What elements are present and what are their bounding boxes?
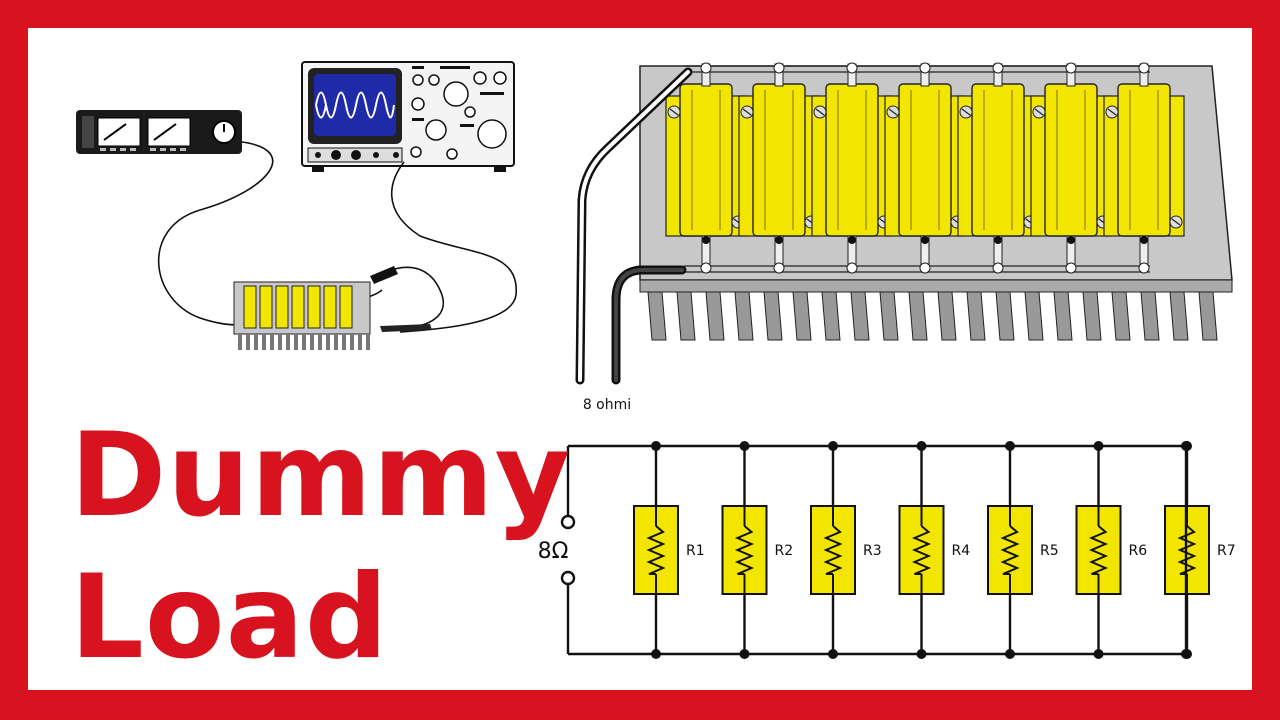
heatsink-fin — [734, 291, 754, 341]
resistor-label: R6 — [1129, 543, 1148, 559]
title-line-1: Dummy — [70, 408, 572, 543]
big-resistor — [884, 62, 966, 274]
heatsink-fin — [995, 291, 1015, 341]
heatsink-fin — [1111, 291, 1131, 341]
probe-tip — [380, 324, 432, 332]
big-resistor — [957, 62, 1039, 274]
resistor-label: R3 — [863, 543, 882, 559]
big-resistor — [665, 62, 747, 274]
test-setup-illustration — [76, 61, 517, 350]
schematic: 8Ω R1 R2 R3 R4 R5 R6 R7 — [538, 441, 1236, 659]
heatsink-fin — [705, 291, 725, 341]
heatsink-fin — [792, 291, 812, 341]
heatsink-fin — [879, 291, 899, 341]
resistor-label: R5 — [1040, 543, 1059, 559]
heatsink-fin — [1140, 291, 1160, 341]
schematic-resistor: R5 — [987, 441, 1059, 659]
heatsink-fin — [821, 291, 841, 341]
heatsink-fin — [1024, 291, 1044, 341]
heatsink-fin — [1198, 291, 1218, 341]
heatsink-fins — [647, 291, 1218, 341]
schematic-resistors: R1 R2 R3 R4 R5 R6 R7 — [633, 441, 1236, 659]
heatsink-fin — [1169, 291, 1189, 341]
schematic-resistor: R7 — [1164, 441, 1236, 659]
resistor-label: R7 — [1217, 543, 1236, 559]
power-meter-device — [76, 110, 242, 154]
schematic-resistor: R4 — [898, 441, 971, 659]
heatsink-fin — [966, 291, 986, 341]
heatsink-fin — [1082, 291, 1102, 341]
title-line-2: Load — [70, 550, 389, 685]
schematic-resistor: R2 — [721, 441, 794, 659]
heatsink-fin — [1053, 291, 1073, 341]
oscilloscope-device — [301, 61, 515, 172]
lead-wires — [575, 67, 693, 385]
probe-clip — [370, 266, 398, 284]
schematic-resistor: R3 — [810, 441, 882, 659]
source-label: 8Ω — [538, 539, 569, 564]
heatsink-fin — [676, 291, 696, 341]
input-terminals — [560, 514, 576, 586]
big-resistor — [738, 62, 820, 274]
resistor-label: R2 — [775, 543, 794, 559]
schematic-resistor: R6 — [1075, 441, 1148, 659]
heatsink-fin — [908, 291, 928, 341]
wire-label: 8 ohmi — [583, 397, 631, 413]
heatsink-fin — [937, 291, 957, 341]
big-resistor — [1103, 62, 1185, 274]
mini-dummy-load — [233, 281, 371, 350]
big-resistor — [811, 62, 893, 274]
heatsink-fin — [647, 291, 667, 341]
heatsink-fin — [850, 291, 870, 341]
heatsink-fin — [763, 291, 783, 341]
resistor-label: R4 — [952, 543, 971, 559]
resistor-label: R1 — [686, 543, 705, 559]
big-resistor-group — [665, 62, 1185, 274]
schematic-resistor: R1 — [633, 441, 705, 659]
dummy-load-assembly: 8 ohmi — [575, 62, 1233, 413]
